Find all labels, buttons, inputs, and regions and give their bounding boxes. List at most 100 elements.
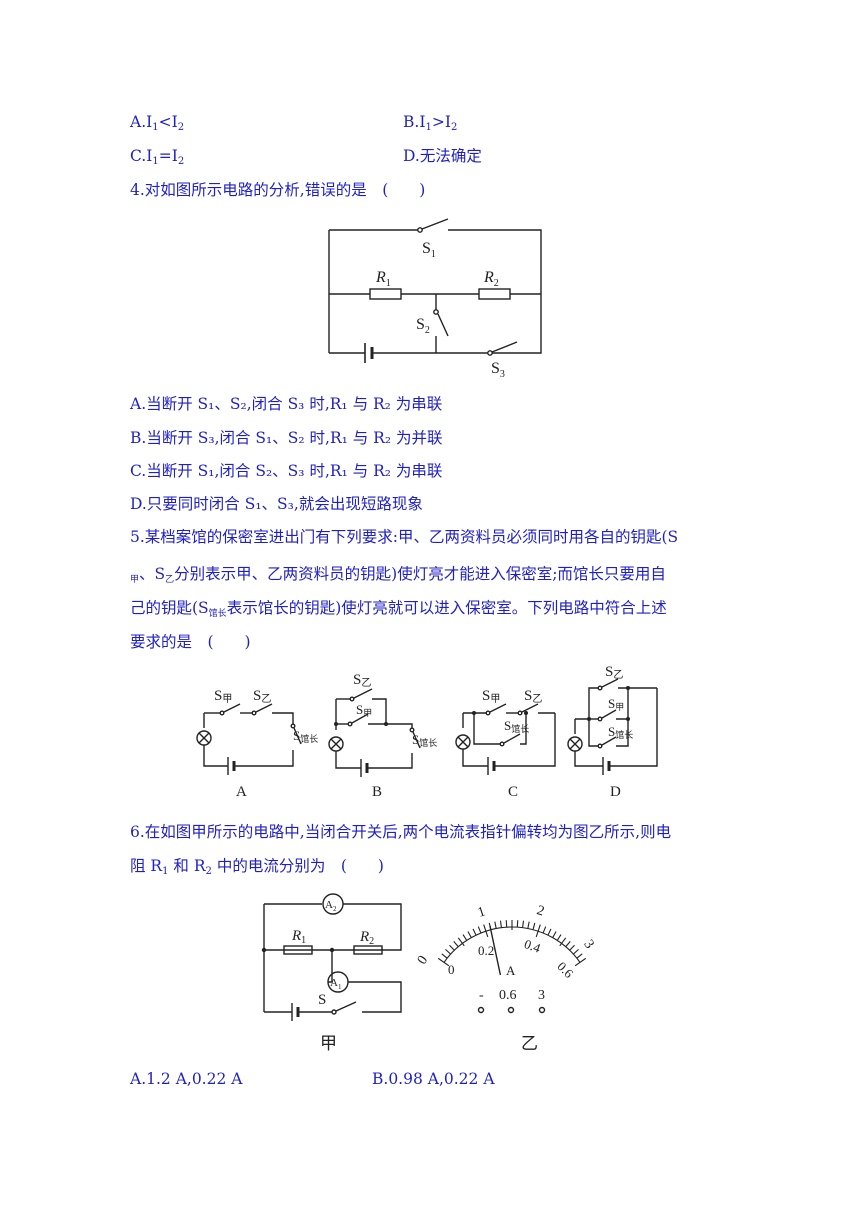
q6-terminal-neg: - <box>479 988 484 1003</box>
q6-r2-resistor <box>353 945 383 955</box>
dial-tick <box>499 920 502 928</box>
q3-option-a: A.I1<I2 <box>130 113 185 133</box>
svg-text:S: S <box>318 992 326 1008</box>
q6-dial-unit: A <box>506 963 516 978</box>
q6-option-b: B.0.98 A,0.22 A <box>372 1070 495 1088</box>
svg-text:C: C <box>508 784 518 800</box>
q4-option-d: D.只要同时闭合 S₁、S₃,就会出现短路现象 <box>130 495 423 513</box>
svg-text:S乙: S乙 <box>253 688 271 705</box>
q6-caption-jia: 甲 <box>320 1034 337 1053</box>
svg-text:S馆长: S馆长 <box>504 718 529 734</box>
q6-terminal-3-post <box>538 1006 546 1014</box>
q5-stem-line4: 要求的是 ( ) <box>130 633 251 651</box>
q6-stem-line1: 6.在如图甲所示的电路中,当闭合开关后,两个电流表指针偏转均为图乙所示,则电 <box>130 823 672 841</box>
q6-outer-scale-2: 2 <box>535 903 546 919</box>
q6-outer-scale-3: 3 <box>580 937 596 951</box>
svg-text:S甲: S甲 <box>214 688 232 705</box>
svg-text:R1: R1 <box>291 928 306 946</box>
q6-inner-scale-3: 0.6 <box>554 959 576 981</box>
q4-s3-label: S3 <box>491 360 505 380</box>
dial-tick <box>556 934 562 941</box>
q4-option-c: C.当断开 S₁,闭合 S₂、S₃ 时,R₁ 与 R₂ 为串联 <box>130 462 443 480</box>
dial-tick <box>453 941 459 948</box>
svg-text:S乙: S乙 <box>605 664 623 681</box>
q5-circuit-b: S乙 S甲 S馆长 B <box>328 672 437 800</box>
q6-dial-pointer <box>489 925 502 976</box>
dial-tick <box>477 926 482 934</box>
dial-tick <box>569 944 575 951</box>
q6-terminal-3: 3 <box>538 988 545 1003</box>
q5-circuit-c: S甲 S乙 S馆长 C <box>455 688 556 800</box>
dial-tick <box>527 921 530 929</box>
dial-tick <box>547 928 552 936</box>
q4-stem: 4.对如图所示电路的分析,错误的是 ( ) <box>130 181 426 199</box>
svg-text:A2: A2 <box>325 899 337 913</box>
dial-arc <box>443 926 581 963</box>
q4-r1-label: R1 <box>375 269 391 289</box>
dial-tick <box>552 931 557 938</box>
q4-option-a: A.当断开 S₁、S₂,闭合 S₃ 时,R₁ 与 R₂ 为串联 <box>130 395 443 413</box>
q5-circuit-options-figure: S甲 S乙 S馆长 A S乙 S甲 S馆长 B S甲 S乙 S馆长 C S乙 S… <box>196 664 658 800</box>
q3-option-c: C.I1=I2 <box>130 147 185 167</box>
svg-text:S乙: S乙 <box>524 688 542 705</box>
q4-s2-label: S2 <box>416 316 430 336</box>
q5-stem-line2: 甲、S乙分别表示甲、乙两资料员的钥匙)使灯亮才能进入保密室;而馆长只要用自 <box>130 565 666 585</box>
svg-text:S甲: S甲 <box>608 696 624 712</box>
q3-option-d: D.无法确定 <box>403 147 482 165</box>
q4-r1-resistor <box>369 288 402 300</box>
q6-dial-scale <box>437 920 587 967</box>
dial-tick <box>437 957 450 967</box>
svg-text:R2: R2 <box>359 929 374 947</box>
q6-terminal-06-post <box>507 1006 515 1014</box>
q6-terminal-neg-post <box>477 1006 485 1014</box>
dial-tick <box>565 941 571 948</box>
q6-option-a: A.1.2 A,0.22 A <box>130 1070 243 1088</box>
dial-tick <box>572 948 579 955</box>
svg-text:S馆长: S馆长 <box>293 728 318 744</box>
svg-text:S乙: S乙 <box>353 672 371 689</box>
dial-tick <box>542 926 547 934</box>
q5-circuit-d: S乙 S甲 S馆长 D <box>567 664 658 800</box>
q6-inner-scale-2: 0.4 <box>522 936 543 956</box>
svg-text:S甲: S甲 <box>482 688 500 705</box>
q6-r1-resistor <box>283 945 313 955</box>
q6-inner-scale-0: 0 <box>448 962 455 977</box>
svg-text:A: A <box>236 784 247 800</box>
dial-tick <box>574 957 587 967</box>
dial-tick <box>457 937 465 947</box>
svg-text:S馆长: S馆长 <box>412 732 437 748</box>
svg-text:S甲: S甲 <box>356 702 372 718</box>
dial-tick <box>576 953 583 959</box>
q6-circuit-figure-jia: A2 R1 R2 A1 S 甲 <box>261 893 402 1053</box>
dial-tick <box>494 921 497 929</box>
dial-tick <box>462 934 468 941</box>
q3-option-b: B.I1>I2 <box>403 113 458 133</box>
q6-caption-yi: 乙 <box>521 1034 538 1053</box>
dial-tick <box>441 953 448 959</box>
q6-outer-scale-0: 0 <box>415 953 431 967</box>
q4-option-b: B.当断开 S₃,闭合 S₁、S₂ 时,R₁ 与 R₂ 为并联 <box>130 429 443 447</box>
dial-tick <box>445 948 452 955</box>
svg-text:S馆长: S馆长 <box>608 724 633 740</box>
q6-outer-scale-1: 1 <box>476 904 487 920</box>
q6-terminal-06: 0.6 <box>499 988 517 1003</box>
dial-tick <box>559 937 567 947</box>
dial-tick <box>532 922 536 930</box>
q4-circuit-figure: S1 R1 R2 S2 S3 <box>328 218 542 380</box>
dial-tick <box>472 928 477 936</box>
q6-ammeter-dial-yi: A 0 1 2 3 0 0.2 0.4 0.6 - 0.6 3 乙 <box>415 903 597 1053</box>
svg-text:D: D <box>610 784 621 800</box>
svg-text:A1: A1 <box>330 977 342 991</box>
q6-inner-scale-1: 0.2 <box>478 943 494 958</box>
svg-text:B: B <box>372 784 382 800</box>
q5-circuit-a: S甲 S乙 S馆长 A <box>196 688 318 800</box>
dial-tick <box>467 931 472 938</box>
q5-stem-line1: 5.某档案馆的保密室进出门有下列要求:甲、乙两资料员必须同时用各自的钥匙(S <box>130 528 679 546</box>
q4-r2-resistor <box>478 288 511 300</box>
q4-r2-label: R2 <box>483 269 499 289</box>
dial-tick <box>522 920 525 928</box>
q6-stem-line2: 阻 R1 和 R2 中的电流分别为 ( ) <box>130 857 384 877</box>
q4-s1-label: S1 <box>422 240 436 260</box>
dial-tick <box>449 944 455 951</box>
q5-stem-line3: 己的钥匙(S馆长表示馆长的钥匙)使灯亮就可以进入保密室。下列电路中符合上述 <box>130 599 667 619</box>
